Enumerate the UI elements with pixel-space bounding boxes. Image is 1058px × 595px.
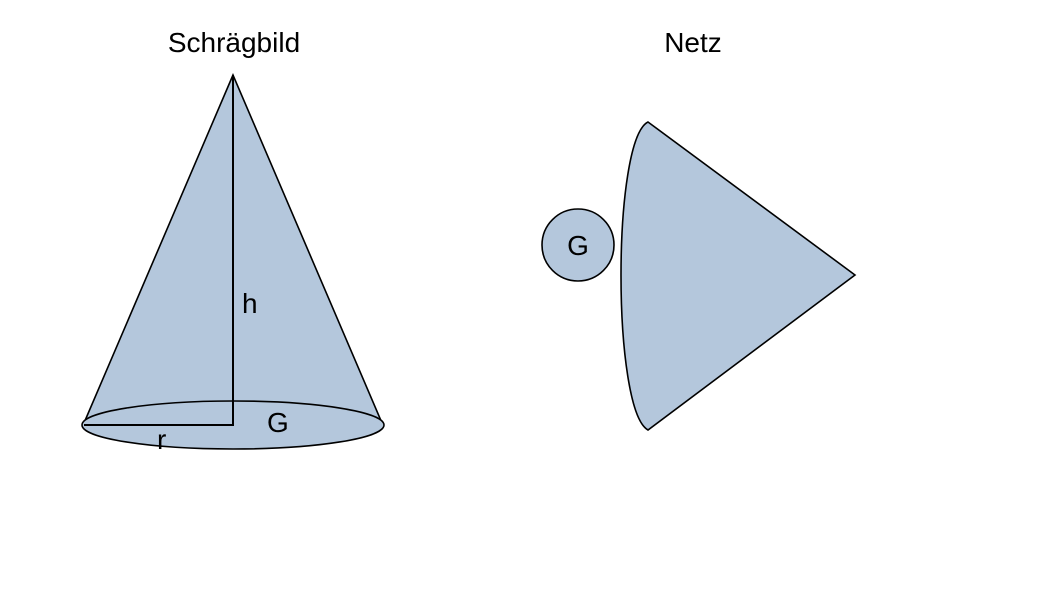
net-base-circle (541, 208, 615, 282)
height-label: h (242, 288, 258, 319)
oblique-view-title: Schrägbild (168, 27, 300, 58)
base-label-net: G (567, 230, 589, 261)
net-title: Netz (664, 27, 722, 58)
base-label-oblique: G (267, 407, 289, 438)
net-lateral-sector (620, 121, 857, 431)
cone-oblique-view: h r G (81, 72, 385, 455)
cone-net: G (541, 121, 857, 431)
radius-label: r (157, 424, 166, 455)
